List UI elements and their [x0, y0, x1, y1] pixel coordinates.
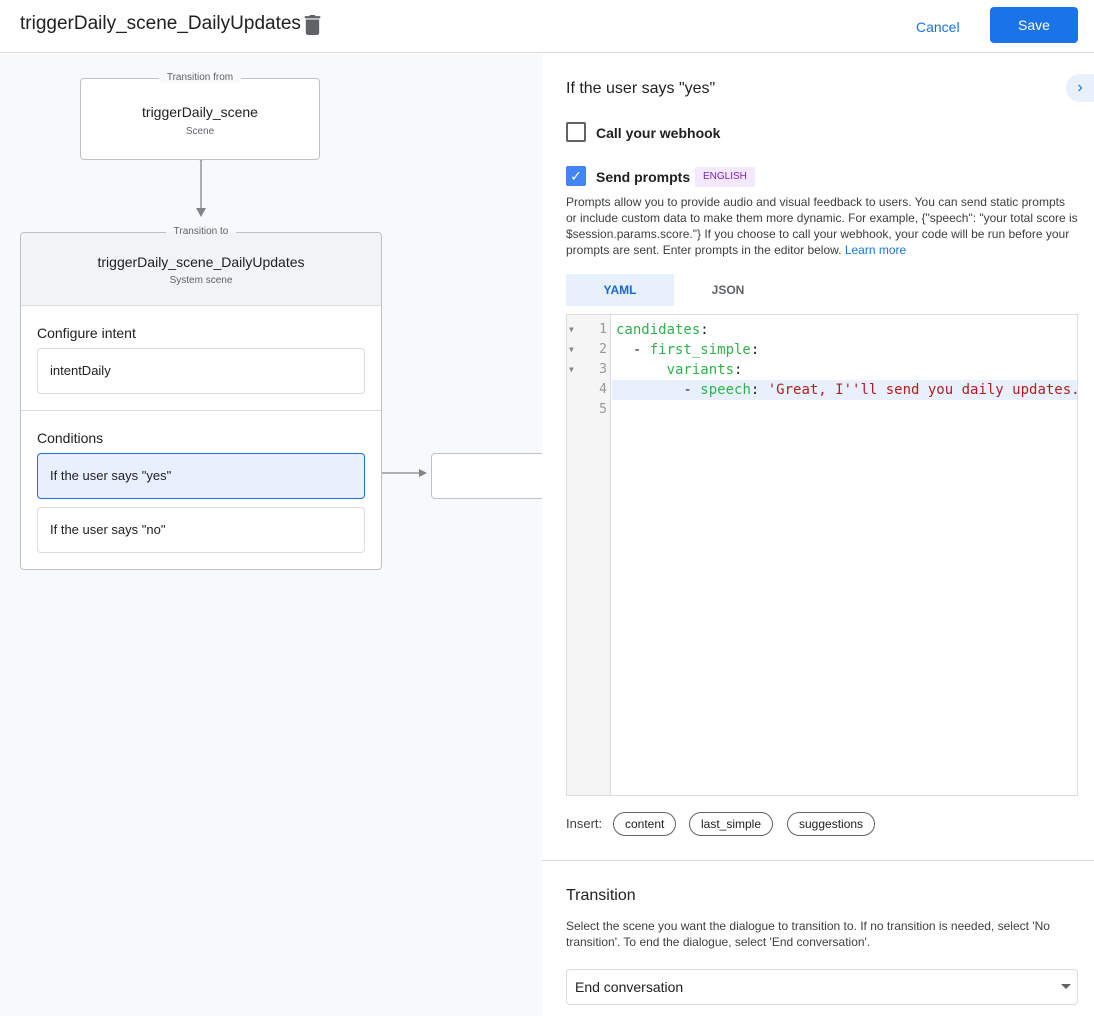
tab-json[interactable]: JSON	[711, 283, 745, 297]
to-scene-name: triggerDaily_scene_DailyUpdates	[97, 254, 305, 270]
code-line: variants:	[612, 360, 1077, 380]
page-title: triggerDaily_scene_DailyUpdates	[20, 13, 301, 34]
to-scene-type: System scene	[169, 275, 233, 286]
prompts-description: Prompts allow you to provide audio and v…	[566, 195, 1078, 257]
chevron-right-icon[interactable]: ›	[1066, 74, 1094, 102]
learn-more-link[interactable]: Learn more	[844, 243, 907, 257]
code-line	[612, 400, 1077, 420]
webhook-checkbox[interactable]	[566, 122, 586, 142]
cancel-button[interactable]: Cancel	[904, 10, 972, 44]
send-prompts-checkbox[interactable]: ✓	[566, 166, 586, 186]
delete-icon[interactable]	[304, 15, 321, 35]
condition-yes[interactable]: If the user says "yes"	[37, 453, 365, 499]
language-badge: ENGLISH	[695, 167, 755, 187]
code-sep: :	[734, 362, 743, 378]
code-editor[interactable]: 1 ▼ candidates: 2 ▼ - first_simple: 3 ▼ varian…	[566, 314, 1080, 796]
condition-no[interactable]: If the user says "no"	[37, 507, 365, 553]
code-line: candidates:	[612, 320, 1077, 340]
dropdown-arrow-icon	[1061, 984, 1071, 989]
line-number: 5	[599, 402, 607, 417]
code-key: candidates	[616, 322, 701, 338]
fold-arrow-icon[interactable]: ▼	[569, 345, 574, 354]
code-sep: :	[700, 322, 709, 338]
check-icon: ✓	[570, 168, 582, 184]
line-number: 1	[599, 322, 607, 337]
save-button[interactable]: Save	[990, 7, 1078, 43]
conditions-heading: Conditions	[37, 430, 104, 446]
line-number: 4	[599, 382, 607, 397]
code-key: variants	[666, 362, 735, 378]
transition-description: Select the scene you want the dialogue t…	[566, 919, 1050, 949]
divider	[542, 860, 1094, 861]
scene-canvas: Transition from triggerDaily_scene Scene…	[0, 54, 542, 1016]
transition-target-node[interactable]	[431, 453, 542, 499]
code-indent	[616, 362, 667, 378]
send-prompts-label: Send prompts	[596, 169, 691, 185]
insert-content-chip[interactable]: content	[613, 812, 677, 836]
code-indent: -	[616, 382, 701, 398]
code-line: - first_simple:	[612, 340, 1077, 360]
code-sep: :	[750, 382, 768, 398]
insert-suggestions-chip[interactable]: suggestions	[787, 812, 876, 836]
top-bar: triggerDaily_scene_DailyUpdates Cancel S…	[0, 0, 1094, 53]
transition-from-label: Transition from	[158, 72, 242, 83]
fold-arrow-icon[interactable]: ▼	[569, 365, 574, 374]
line-number: 2	[599, 342, 607, 357]
line-number: 3	[599, 362, 607, 377]
intent-item[interactable]: intentDaily	[37, 348, 365, 394]
transition-heading: Transition	[566, 887, 636, 904]
code-key: first_simple	[649, 342, 751, 358]
insert-label: Insert:	[566, 816, 603, 831]
tab-yaml[interactable]: YAML	[566, 274, 674, 306]
fold-arrow-icon[interactable]: ▼	[569, 325, 574, 334]
code-key: speech	[700, 382, 751, 398]
transition-from-node[interactable]: Transition from triggerDaily_scene Scene	[80, 72, 320, 160]
from-scene-type: Scene	[185, 126, 215, 137]
from-scene-name: triggerDaily_scene	[142, 104, 258, 120]
transition-select[interactable]: End conversation	[566, 969, 1078, 1005]
webhook-label: Call your webhook	[596, 125, 721, 141]
code-line: - speech: 'Great, I''ll send you daily u…	[612, 380, 1080, 400]
code-val: 'Great, I''ll send you daily updates.	[767, 382, 1080, 398]
transition-to-label: Transition to	[165, 226, 237, 237]
configure-intent-heading: Configure intent	[37, 325, 136, 341]
insert-last-simple-chip[interactable]: last_simple	[689, 812, 774, 836]
panel-heading: If the user says "yes"	[566, 80, 716, 97]
transition-to-node: Transition to triggerDaily_scene_DailyUp…	[20, 226, 382, 570]
code-indent: -	[616, 342, 650, 358]
code-sep: :	[750, 342, 760, 358]
